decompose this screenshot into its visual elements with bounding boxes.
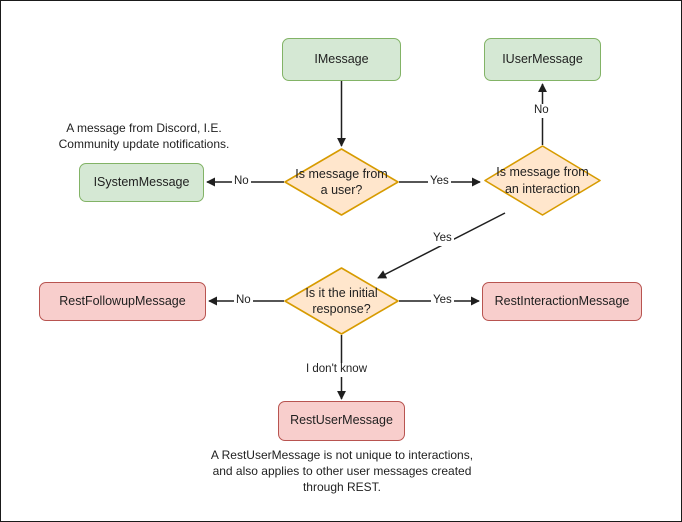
edge-label-from-user-no: No: [232, 175, 251, 189]
node-restinteractionmessage[interactable]: RestInteractionMessage: [482, 282, 642, 321]
edge-label-initial-no: No: [234, 294, 253, 308]
decision-from-user[interactable]: Is message from a user?: [284, 148, 399, 216]
decision-from-interaction-label: Is message from an interaction: [496, 165, 589, 196]
decision-from-interaction[interactable]: Is message from an interaction: [484, 145, 601, 216]
edge-label-from-interaction-no: No: [532, 104, 551, 118]
node-restfollowupmessage-label: RestFollowupMessage: [59, 293, 186, 308]
edge-label-from-interaction-yes: Yes: [431, 232, 454, 246]
decision-from-interaction-shape: [484, 145, 601, 216]
node-isystemmessage[interactable]: ISystemMessage: [79, 163, 204, 202]
decision-initial-response[interactable]: Is it the initial response?: [284, 267, 399, 335]
decision-from-user-label: Is message from a user?: [295, 166, 388, 197]
decision-initial-response-label: Is it the initial response?: [305, 285, 378, 316]
annotation-rest-user-message: A RestUserMessage is not unique to inter…: [210, 448, 474, 495]
node-iusermessage[interactable]: IUserMessage: [484, 38, 601, 81]
node-iusermessage-label: IUserMessage: [502, 51, 583, 66]
node-restfollowupmessage[interactable]: RestFollowupMessage: [39, 282, 206, 321]
node-imessage-label: IMessage: [314, 51, 369, 66]
node-restusermessage-label: RestUserMessage: [290, 413, 393, 428]
decision-from-user-shape: [284, 148, 399, 216]
annotation-system-message: A message from Discord, I.E. Community u…: [58, 121, 230, 152]
edge-label-initial-unknown: I don't know: [304, 363, 370, 377]
decision-initial-response-shape: [284, 267, 399, 335]
node-imessage[interactable]: IMessage: [282, 38, 401, 81]
node-restinteractionmessage-label: RestInteractionMessage: [494, 293, 630, 308]
node-restusermessage[interactable]: RestUserMessage: [278, 401, 405, 441]
node-isystemmessage-label: ISystemMessage: [93, 174, 190, 189]
edge-label-from-user-yes: Yes: [428, 175, 451, 189]
edge-label-initial-yes: Yes: [431, 294, 454, 308]
